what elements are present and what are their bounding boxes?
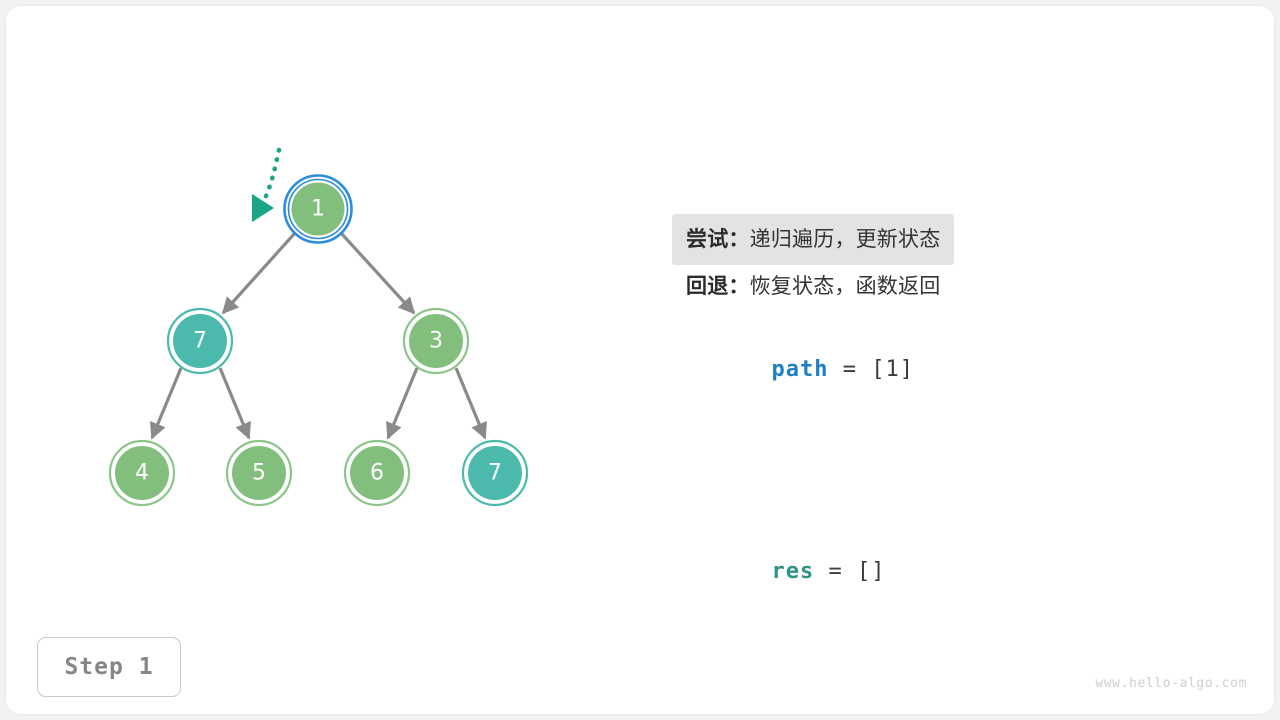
tree-node-n7[interactable]: 7 (461, 439, 529, 507)
step-badge-label: Step 1 (64, 654, 154, 680)
panel-spacer (686, 433, 1226, 509)
tree-node-n3[interactable]: 3 (402, 307, 470, 375)
edge-n2-n5 (218, 367, 251, 440)
node-n1-label: 1 (311, 197, 325, 222)
tree-nodes: 1 7 3 4 (108, 174, 529, 507)
node-n2-ring (166, 307, 234, 375)
algorithm-state-panel: 尝试：递归遍历，更新状态 回退：恢复状态，函数返回 path = [1] res… (672, 214, 1226, 635)
try-phase-text: 递归遍历，更新状态 (749, 227, 941, 251)
node-n4-ring (108, 439, 176, 507)
site-watermark: www.hello-algo.com (1095, 676, 1247, 691)
node-n7-fill (468, 446, 522, 500)
edge-n3-n7 (454, 367, 487, 440)
tree-node-n4[interactable]: 4 (108, 439, 176, 507)
node-n5-fill (232, 446, 286, 500)
node-n5-ring (225, 439, 293, 507)
node-n5-label: 5 (252, 461, 266, 486)
node-n4-fill (115, 446, 169, 500)
step-badge: Step 1 (37, 637, 181, 697)
node-n1-highlight-ring (283, 174, 353, 244)
node-n3-label: 3 (429, 329, 443, 354)
node-n6-fill (350, 446, 404, 500)
node-n1-fill (291, 182, 345, 236)
tree-edges (150, 231, 487, 440)
edge-n3-n6 (386, 367, 419, 440)
node-n6-ring (343, 439, 411, 507)
node-n3-fill (409, 314, 463, 368)
node-n6-label: 6 (370, 461, 384, 486)
pointer-dotted-curve-icon (263, 147, 282, 199)
try-phase-label: 尝试： (686, 227, 750, 251)
path-variable-line: path = [1] (686, 307, 1226, 433)
tree-node-n6[interactable]: 6 (343, 439, 411, 507)
res-variable-line: res = [] (686, 509, 1226, 635)
path-variable-value: = [1] (828, 357, 914, 382)
res-variable-value: = [] (814, 559, 886, 584)
try-phase-highlight: 尝试：递归遍历，更新状态 (672, 214, 955, 265)
pointer-arrowhead-icon (252, 194, 274, 222)
res-variable-name: res (771, 559, 815, 584)
node-n2-label: 7 (193, 329, 207, 354)
backtrack-phase-line: 回退：恢复状态，函数返回 (686, 265, 1226, 307)
node-n7-ring (461, 439, 529, 507)
edge-n2-n4 (150, 367, 183, 440)
current-node-pointer (252, 147, 282, 222)
node-n2-fill (173, 314, 227, 368)
tree-node-n5[interactable]: 5 (225, 439, 293, 507)
node-n7-label: 7 (488, 461, 502, 486)
node-n4-label: 4 (135, 461, 149, 486)
backtrack-phase-label: 回退： (686, 274, 750, 298)
node-n1-inner-ring (287, 178, 349, 240)
path-variable-name: path (771, 357, 829, 382)
backtrack-phase-text: 恢复状态，函数返回 (749, 274, 941, 298)
tree-node-n1[interactable]: 1 (283, 174, 353, 244)
tree-node-n2[interactable]: 7 (166, 307, 234, 375)
edge-n1-n2 (221, 231, 297, 315)
node-n3-ring (402, 307, 470, 375)
edge-n1-n3 (339, 231, 416, 315)
try-phase-line: 尝试：递归遍历，更新状态 (672, 214, 1226, 265)
